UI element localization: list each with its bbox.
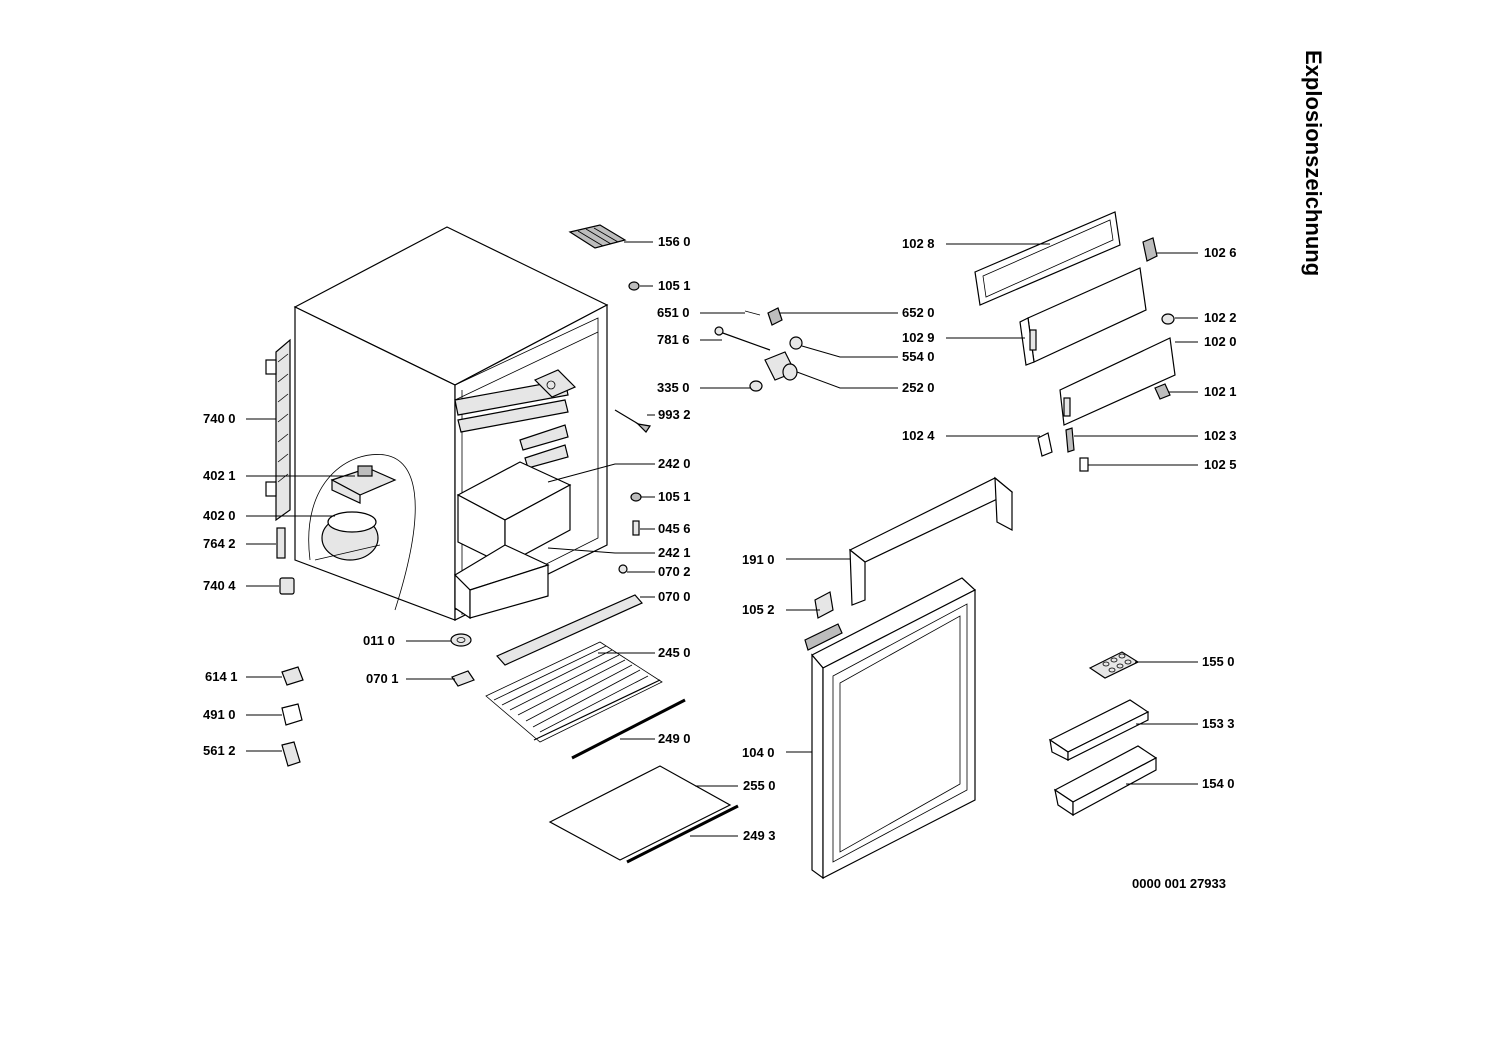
door-rail-parts <box>974 211 1176 472</box>
label-153-3: 153 3 <box>1202 716 1235 731</box>
label-102-5: 102 5 <box>1204 457 1237 472</box>
label-993-2: 993 2 <box>658 407 691 422</box>
label-335-0: 335 0 <box>657 380 690 395</box>
label-491-0: 491 0 <box>203 707 236 722</box>
label-011-0: 011 0 <box>363 633 395 648</box>
label-561-2: 561 2 <box>203 743 236 758</box>
label-070-0: 070 0 <box>658 589 691 604</box>
label-242-1: 242 1 <box>658 545 691 560</box>
label-105-1-mid: 105 1 <box>658 489 691 504</box>
label-045-6: 045 6 <box>658 521 691 536</box>
label-070-1: 070 1 <box>366 671 399 686</box>
label-156-0: 156 0 <box>658 234 691 249</box>
label-614-1: 614 1 <box>205 669 238 684</box>
label-652-0: 652 0 <box>902 305 935 320</box>
label-154-0: 154 0 <box>1202 776 1235 791</box>
label-740-4: 740 4 <box>203 578 236 593</box>
label-102-2: 102 2 <box>1204 310 1237 325</box>
leader-lines <box>246 241 1198 837</box>
fridge-cabinet-icon <box>265 226 609 621</box>
label-102-9: 102 9 <box>902 330 935 345</box>
left-small-parts <box>276 527 304 767</box>
label-402-0: 402 0 <box>203 508 236 523</box>
label-105-2: 105 2 <box>742 602 775 617</box>
label-255-0: 255 0 <box>743 778 776 793</box>
label-249-3: 249 3 <box>743 828 776 843</box>
door-bins <box>1048 651 1158 817</box>
label-102-3: 102 3 <box>1204 428 1237 443</box>
label-245-0: 245 0 <box>658 645 691 660</box>
control-parts <box>450 224 803 687</box>
egg-tray-icon <box>1088 651 1140 679</box>
label-249-0: 249 0 <box>658 731 691 746</box>
label-105-1-top: 105 1 <box>658 278 691 293</box>
label-740-0: 740 0 <box>203 411 236 426</box>
label-102-4: 102 4 <box>902 428 935 443</box>
label-252-0: 252 0 <box>902 380 935 395</box>
label-155-0: 155 0 <box>1202 654 1235 669</box>
label-102-8: 102 8 <box>902 236 935 251</box>
door-bin-icon <box>1048 699 1150 761</box>
label-242-0: 242 0 <box>658 456 691 471</box>
page-title: Explosionszeichnung <box>1301 50 1326 277</box>
label-102-6: 102 6 <box>1204 245 1237 260</box>
label-070-2: 070 2 <box>658 564 691 579</box>
wire-shelf-icon <box>485 641 686 760</box>
document-number: 0000 001 27933 <box>1132 876 1226 891</box>
label-102-1: 102 1 <box>1204 384 1237 399</box>
door-icon <box>804 476 1014 880</box>
label-104-0: 104 0 <box>742 745 775 760</box>
glass-shelf-icon <box>548 765 739 864</box>
label-781-6: 781 6 <box>657 332 690 347</box>
label-191-0: 191 0 <box>742 552 775 567</box>
label-554-0: 554 0 <box>902 349 935 364</box>
label-764-2: 764 2 <box>203 536 236 551</box>
label-651-0: 651 0 <box>657 305 690 320</box>
part-labels: 156 0 105 1 651 0 652 0 781 6 554 0 335 … <box>203 234 1237 843</box>
label-402-1: 402 1 <box>203 468 236 483</box>
label-102-0: 102 0 <box>1204 334 1237 349</box>
